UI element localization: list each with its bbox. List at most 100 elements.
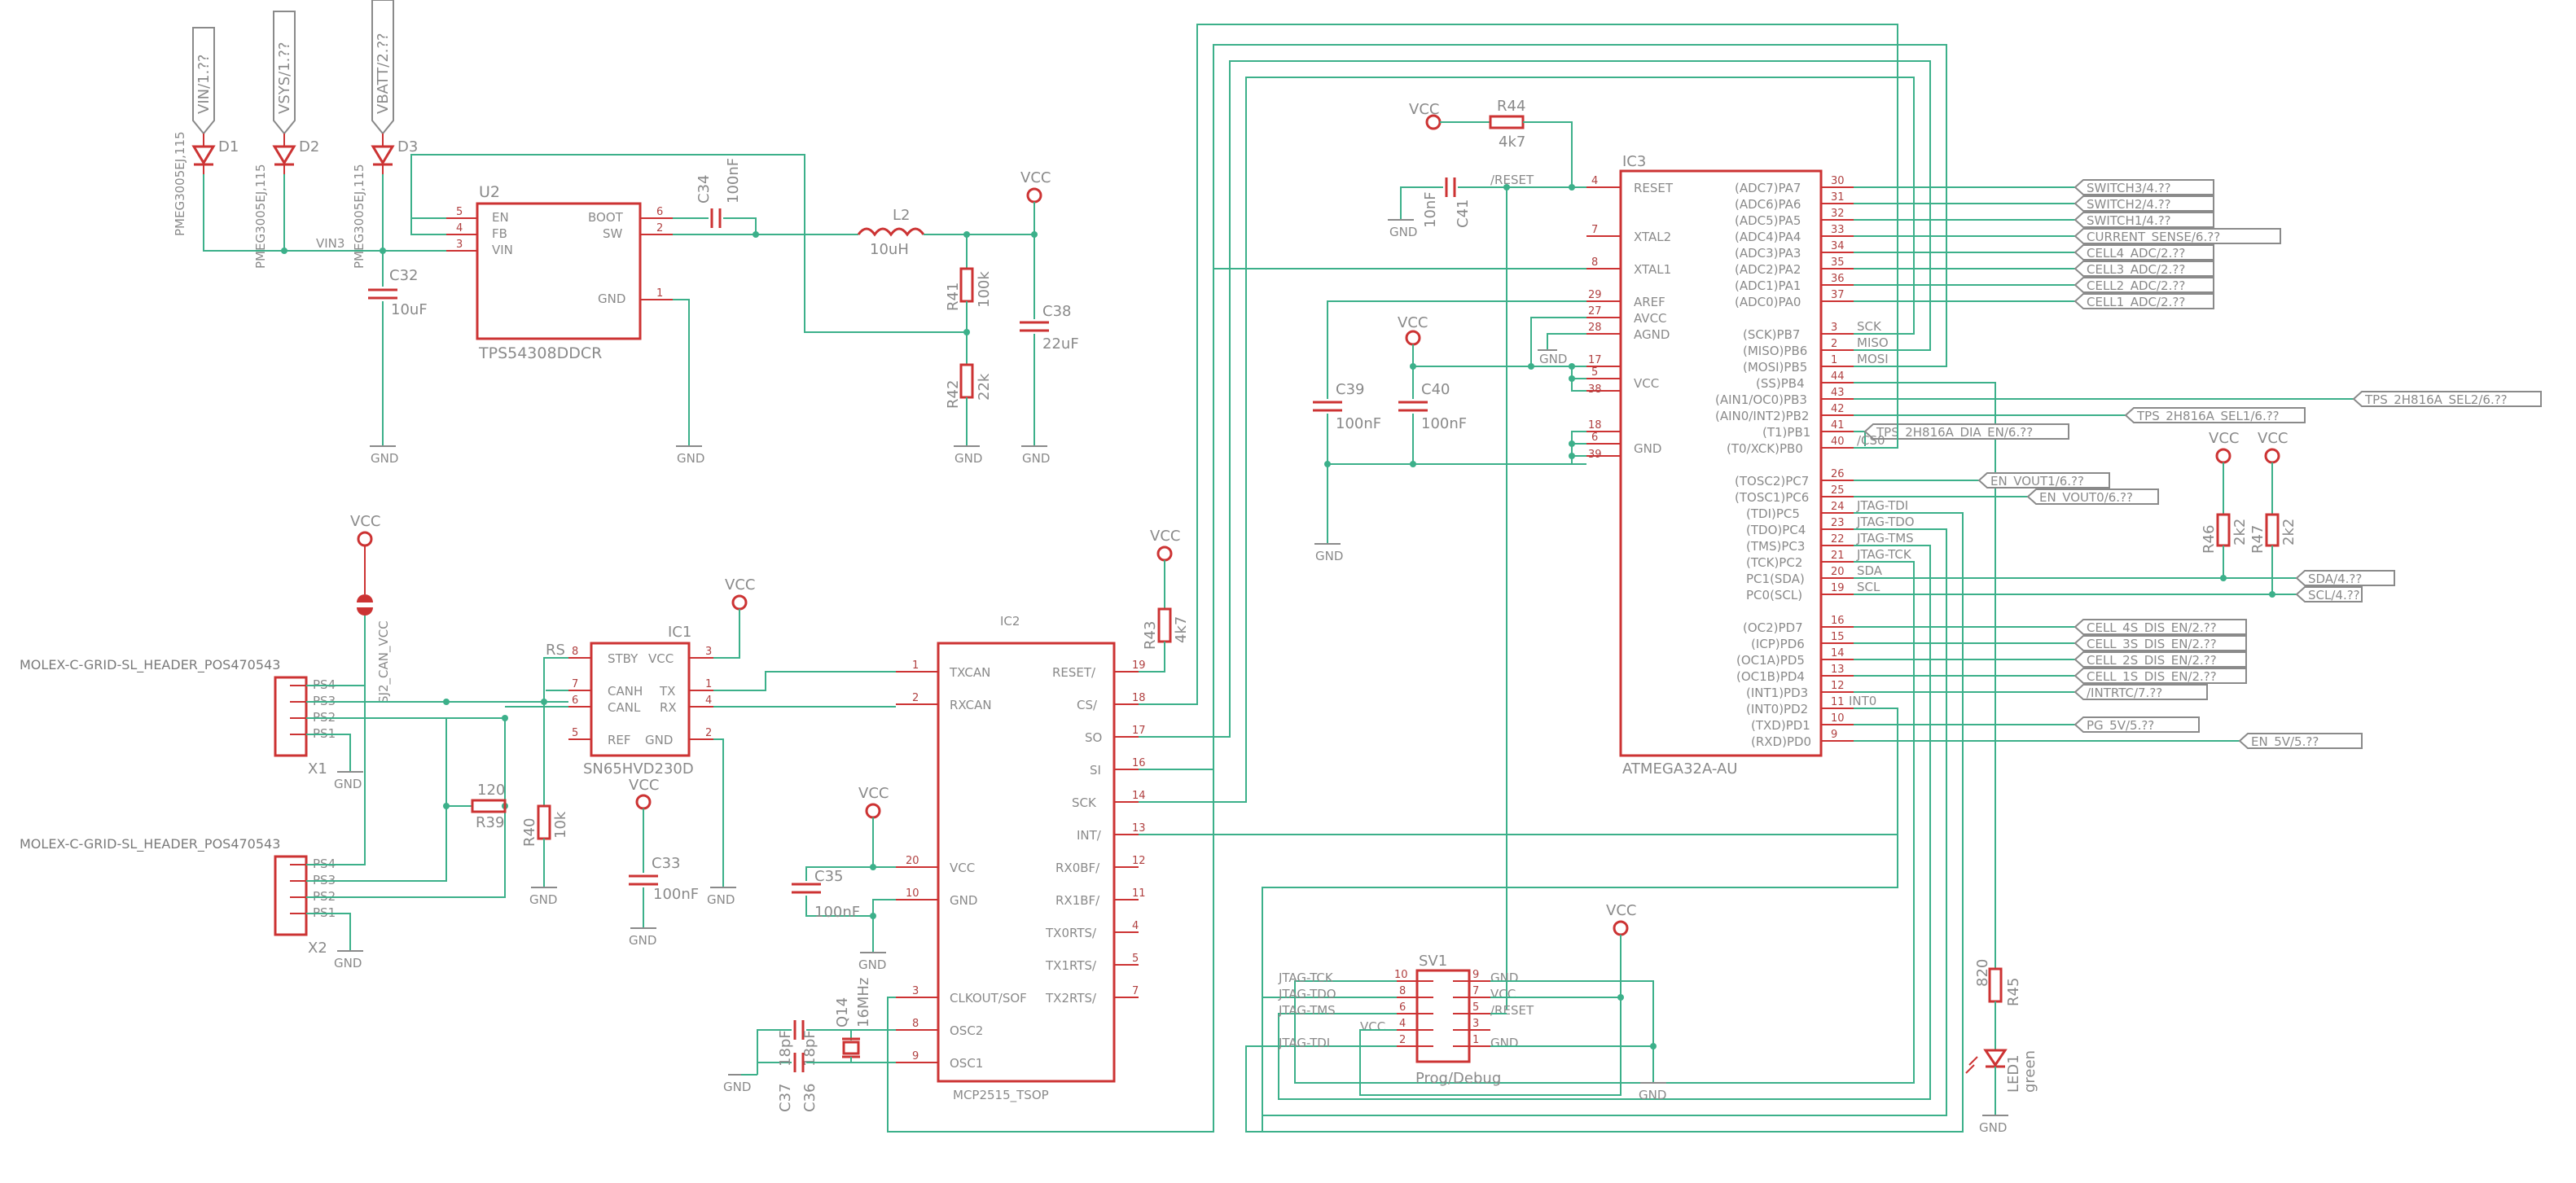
svg-text:PMEG3005EJ,115: PMEG3005EJ,115 [253, 164, 268, 269]
net-label-vin: VIN/1.?? [192, 27, 215, 135]
svg-text:GND: GND [1022, 451, 1050, 466]
svg-text:CELL2_ADC/2.??: CELL2_ADC/2.?? [2087, 278, 2185, 294]
svg-text:(T0/XCK)PB0: (T0/XCK)PB0 [1727, 441, 1803, 456]
net-label-vsys: VSYS/1.?? [273, 11, 296, 135]
svg-text:VCC: VCC [1490, 987, 1516, 1001]
svg-text:23: 23 [1831, 517, 1845, 529]
led-indicator: 820 R45 GND LED1 green [1965, 959, 2038, 1135]
svg-text:2k2: 2k2 [2232, 519, 2249, 545]
svg-text:green: green [2021, 1050, 2038, 1093]
svg-text:820: 820 [1974, 959, 1991, 987]
svg-text:Q14: Q14 [834, 997, 851, 1027]
svg-text:ATMEGA32A-AU: ATMEGA32A-AU [1622, 760, 1738, 778]
svg-text:(OC1B)PD4: (OC1B)PD4 [1736, 669, 1805, 684]
svg-text:VCC: VCC [858, 785, 889, 802]
svg-text:RX0BF/: RX0BF/ [1055, 861, 1100, 875]
svg-text:R47: R47 [2249, 525, 2267, 554]
svg-text:5: 5 [1591, 366, 1598, 379]
svg-text:SJ2_CAN_VCC: SJ2_CAN_VCC [376, 620, 392, 703]
svg-text:6: 6 [1399, 1001, 1406, 1014]
svg-text:JTAG-TDO: JTAG-TDO [1278, 987, 1336, 1001]
svg-text:20: 20 [1831, 566, 1845, 578]
svg-text:10nF: 10nF [1422, 191, 1439, 228]
svg-text:X1: X1 [308, 760, 327, 778]
diode-d3: D3 PMEG3005EJ,115 [352, 134, 418, 269]
svg-text:22k: 22k [976, 373, 993, 401]
svg-text:R41: R41 [945, 283, 962, 311]
svg-text:CANL: CANL [608, 700, 641, 715]
ic-u2: U2 TPS54308DDCR EN FB VIN BOOT SW GND 5 … [446, 183, 673, 362]
svg-text:19: 19 [1132, 659, 1146, 672]
svg-text:3: 3 [705, 646, 712, 658]
svg-text:34: 34 [1831, 240, 1845, 252]
crystal-q14: Q14 16MHz [834, 978, 896, 1063]
svg-text:6: 6 [1591, 432, 1598, 444]
svg-text:D3: D3 [397, 138, 418, 156]
svg-text:9: 9 [1831, 729, 1837, 741]
svg-text:VIN: VIN [492, 243, 513, 257]
svg-text:3: 3 [1831, 322, 1837, 334]
svg-text:18pF: 18pF [801, 1030, 818, 1067]
vcc-symbol: VCC [1020, 169, 1051, 204]
svg-text:VCC: VCC [1634, 376, 1659, 391]
svg-text:CELL_1S_DIS_EN/2.??: CELL_1S_DIS_EN/2.?? [2087, 669, 2217, 685]
svg-text:11: 11 [1831, 696, 1845, 708]
svg-text:TX0RTS/: TX0RTS/ [1045, 926, 1097, 940]
svg-text:C36: C36 [801, 1084, 818, 1112]
svg-text:(OC2)PD7: (OC2)PD7 [1743, 620, 1803, 635]
svg-text:14: 14 [1132, 790, 1146, 802]
can-controller-ic2: IC2 MCP2515_TSOP TXCAN RXCAN VCC GND CLK… [723, 528, 1898, 1112]
svg-text:GND: GND [954, 451, 982, 466]
svg-text:STBY: STBY [608, 651, 639, 666]
svg-text:SN65HVD230D: SN65HVD230D [583, 760, 694, 778]
svg-text:5: 5 [572, 727, 578, 739]
connector-x1: PS4 PS3 PS2 PS1 X1 [274, 676, 336, 778]
svg-text:JTAG-TMS: JTAG-TMS [1278, 1003, 1336, 1018]
svg-text:1: 1 [912, 659, 919, 672]
ic3-port-c: (TOSC2)PC7 (TOSC1)PC6 (TDI)PC5 (TDO)PC4 … [1735, 474, 1809, 602]
svg-text:10k: 10k [552, 811, 569, 839]
svg-text:GND: GND [1315, 549, 1343, 563]
svg-text:(ADC2)PA2: (ADC2)PA2 [1735, 262, 1801, 277]
svg-text:(TOSC2)PC7: (TOSC2)PC7 [1735, 474, 1809, 489]
can-connectors: MOLEX-C-GRID-SL_HEADER_POS470543 PS4 PS3… [20, 513, 568, 970]
svg-text:RESET/: RESET/ [1052, 665, 1096, 680]
svg-text:AVCC: AVCC [1634, 311, 1667, 326]
svg-text:4: 4 [456, 222, 463, 234]
svg-text:TPS_2H816A_SEL1/6.??: TPS_2H816A_SEL1/6.?? [2136, 409, 2280, 424]
capacitor-c39: C39 100nF [1313, 381, 1381, 544]
svg-text:5: 5 [456, 206, 463, 218]
svg-text:24: 24 [1831, 501, 1845, 513]
svg-text:100k: 100k [976, 271, 993, 308]
svg-text:OSC2: OSC2 [950, 1023, 983, 1038]
capacitor-c34: C34 100nF [673, 158, 757, 236]
svg-text:C38: C38 [1042, 303, 1071, 320]
svg-text:EN_VOUT1/6.??: EN_VOUT1/6.?? [1990, 474, 2084, 489]
svg-text:35: 35 [1831, 256, 1845, 269]
svg-text:TX1RTS/: TX1RTS/ [1045, 958, 1097, 973]
svg-text:D1: D1 [218, 138, 239, 156]
svg-text:VCC: VCC [2258, 430, 2288, 447]
svg-text:SO: SO [1085, 730, 1102, 745]
svg-text:PC0(SCL): PC0(SCL) [1746, 588, 1802, 602]
svg-text:VCC: VCC [648, 651, 674, 666]
capacitor-c32: C32 10uF [368, 251, 428, 446]
svg-text:/CS0: /CS0 [1857, 433, 1885, 448]
svg-text:C34: C34 [696, 175, 713, 204]
svg-text:4: 4 [1399, 1018, 1406, 1030]
svg-text:13: 13 [1831, 664, 1845, 676]
svg-text:(MISO)PB6: (MISO)PB6 [1743, 344, 1807, 358]
svg-text:40: 40 [1831, 436, 1845, 448]
svg-text:BOOT: BOOT [588, 210, 624, 225]
svg-text:(ADC4)PA4: (ADC4)PA4 [1735, 230, 1801, 244]
svg-text:1: 1 [1831, 354, 1837, 366]
vcc-symbol: VCC [1606, 902, 1636, 936]
svg-text:(SCK)PB7: (SCK)PB7 [1743, 327, 1800, 342]
svg-text:(ADC3)PA3: (ADC3)PA3 [1735, 246, 1801, 261]
gnd-symbol: GND [1021, 445, 1050, 466]
svg-text:R44: R44 [1497, 98, 1525, 115]
svg-text:AREF: AREF [1634, 295, 1665, 309]
svg-text:2: 2 [705, 727, 712, 739]
svg-text:44: 44 [1831, 370, 1845, 383]
svg-text:100nF: 100nF [1336, 415, 1381, 432]
